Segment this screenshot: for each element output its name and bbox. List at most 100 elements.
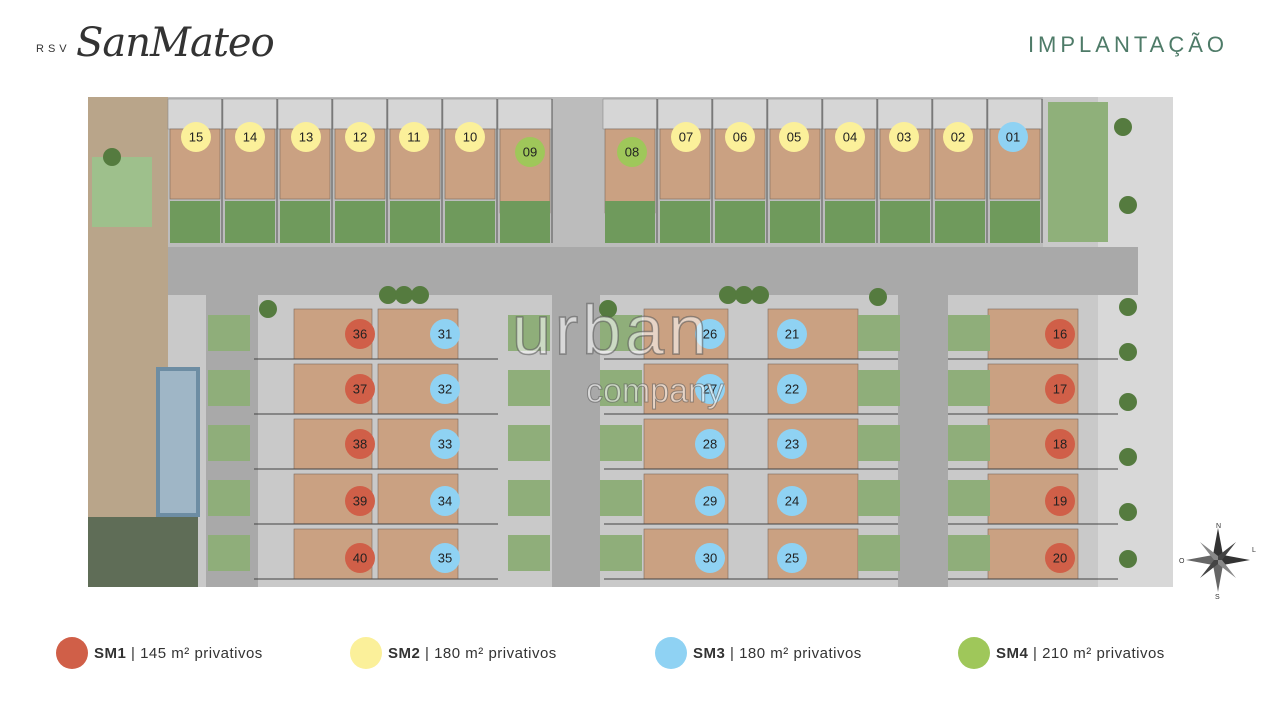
unit-marker-06[interactable]: 06 bbox=[725, 122, 755, 152]
unit-marker-label: 12 bbox=[353, 130, 367, 145]
unit-marker-label: 20 bbox=[1053, 551, 1067, 566]
lot-yard bbox=[170, 201, 220, 243]
pool-water bbox=[160, 371, 196, 513]
unit-marker-04[interactable]: 04 bbox=[835, 122, 865, 152]
unit-marker-label: 01 bbox=[1006, 130, 1020, 145]
unit-marker-11[interactable]: 11 bbox=[399, 122, 429, 152]
unit-marker-37[interactable]: 37 bbox=[345, 374, 375, 404]
unit-marker-05[interactable]: 05 bbox=[779, 122, 809, 152]
tree bbox=[751, 286, 769, 304]
brand-name: SanMateo bbox=[76, 20, 275, 66]
lot-yard bbox=[948, 535, 990, 571]
unit-marker-20[interactable]: 20 bbox=[1045, 543, 1075, 573]
unit-marker-07[interactable]: 07 bbox=[671, 122, 701, 152]
unit-marker-40[interactable]: 40 bbox=[345, 543, 375, 573]
unit-marker-label: 05 bbox=[787, 130, 801, 145]
lot-yard bbox=[990, 201, 1040, 243]
lot-yard bbox=[600, 370, 642, 406]
unit-marker-23[interactable]: 23 bbox=[777, 429, 807, 459]
tree bbox=[1119, 343, 1137, 361]
lot-yard bbox=[208, 480, 250, 516]
unit-marker-15[interactable]: 15 bbox=[181, 122, 211, 152]
lot-yard bbox=[500, 201, 550, 243]
unit-marker-label: 32 bbox=[438, 382, 452, 397]
unit-marker-label: 18 bbox=[1053, 437, 1067, 452]
compass-diag-1 bbox=[1200, 542, 1218, 560]
leisure-lawn bbox=[88, 517, 198, 587]
lot-yard bbox=[770, 201, 820, 243]
unit-marker-label: 13 bbox=[299, 130, 313, 145]
tree bbox=[735, 286, 753, 304]
legend-desc-sm4: 210 m² privativos bbox=[1042, 644, 1165, 662]
unit-marker-label: 03 bbox=[897, 130, 911, 145]
unit-marker-10[interactable]: 10 bbox=[455, 122, 485, 152]
unit-marker-26[interactable]: 26 bbox=[695, 319, 725, 349]
unit-marker-14[interactable]: 14 bbox=[235, 122, 265, 152]
unit-marker-circle bbox=[1045, 319, 1075, 349]
legend-desc-sm3: 180 m² privativos bbox=[739, 644, 862, 662]
unit-marker-01[interactable]: 01 bbox=[998, 122, 1028, 152]
lot-yard bbox=[948, 480, 990, 516]
unit-marker-label: 29 bbox=[703, 494, 717, 509]
unit-marker-circle bbox=[695, 486, 725, 516]
legend-dot-sm1 bbox=[56, 637, 88, 669]
lot-yard bbox=[208, 315, 250, 351]
unit-marker-34[interactable]: 34 bbox=[430, 486, 460, 516]
unit-marker-35[interactable]: 35 bbox=[430, 543, 460, 573]
unit-marker-18[interactable]: 18 bbox=[1045, 429, 1075, 459]
unit-marker-label: 16 bbox=[1053, 327, 1067, 342]
unit-marker-24[interactable]: 24 bbox=[777, 486, 807, 516]
top-row-houses bbox=[167, 98, 1043, 243]
legend-code-sm1: SM1 bbox=[94, 644, 127, 662]
unit-marker-27[interactable]: 27 bbox=[695, 374, 725, 404]
lot-yard bbox=[508, 425, 550, 461]
unit-marker-21[interactable]: 21 bbox=[777, 319, 807, 349]
unit-marker-label: 17 bbox=[1053, 382, 1067, 397]
compass-label-o: O bbox=[1179, 558, 1185, 565]
unit-marker-30[interactable]: 30 bbox=[695, 543, 725, 573]
unit-marker-25[interactable]: 25 bbox=[777, 543, 807, 573]
unit-marker-02[interactable]: 02 bbox=[943, 122, 973, 152]
unit-marker-label: 25 bbox=[785, 551, 799, 566]
legend-separator: | bbox=[425, 644, 430, 662]
lot-yard bbox=[600, 535, 642, 571]
unit-marker-32[interactable]: 32 bbox=[430, 374, 460, 404]
compass-needle-s bbox=[1213, 560, 1223, 592]
unit-marker-08[interactable]: 08 bbox=[617, 137, 647, 167]
unit-marker-31[interactable]: 31 bbox=[430, 319, 460, 349]
tree bbox=[379, 286, 397, 304]
unit-marker-38[interactable]: 38 bbox=[345, 429, 375, 459]
unit-marker-circle bbox=[345, 486, 375, 516]
unit-marker-label: 02 bbox=[951, 130, 965, 145]
unit-marker-label: 30 bbox=[703, 551, 717, 566]
unit-marker-circle bbox=[1045, 429, 1075, 459]
unit-marker-09[interactable]: 09 bbox=[515, 137, 545, 167]
unit-marker-16[interactable]: 16 bbox=[1045, 319, 1075, 349]
unit-marker-12[interactable]: 12 bbox=[345, 122, 375, 152]
unit-marker-label: 31 bbox=[438, 327, 452, 342]
corner-garden bbox=[1048, 102, 1108, 242]
unit-marker-13[interactable]: 13 bbox=[291, 122, 321, 152]
unit-marker-28[interactable]: 28 bbox=[695, 429, 725, 459]
lot-yard bbox=[600, 480, 642, 516]
unit-marker-label: 26 bbox=[703, 327, 717, 342]
unit-marker-29[interactable]: 29 bbox=[695, 486, 725, 516]
unit-marker-label: 38 bbox=[353, 437, 367, 452]
unit-marker-39[interactable]: 39 bbox=[345, 486, 375, 516]
unit-marker-22[interactable]: 22 bbox=[777, 374, 807, 404]
unit-marker-03[interactable]: 03 bbox=[889, 122, 919, 152]
unit-marker-label: 06 bbox=[733, 130, 747, 145]
lot-yard bbox=[390, 201, 440, 243]
unit-marker-33[interactable]: 33 bbox=[430, 429, 460, 459]
lot-yard bbox=[935, 201, 985, 243]
unit-marker-label: 09 bbox=[523, 145, 537, 160]
lot-yard bbox=[858, 535, 900, 571]
tree bbox=[1119, 196, 1137, 214]
unit-marker-17[interactable]: 17 bbox=[1045, 374, 1075, 404]
legend-separator: | bbox=[131, 644, 136, 662]
sidewalk bbox=[1098, 97, 1173, 587]
aisle-3 bbox=[898, 295, 948, 587]
unit-marker-19[interactable]: 19 bbox=[1045, 486, 1075, 516]
tree bbox=[1114, 118, 1132, 136]
unit-marker-36[interactable]: 36 bbox=[345, 319, 375, 349]
